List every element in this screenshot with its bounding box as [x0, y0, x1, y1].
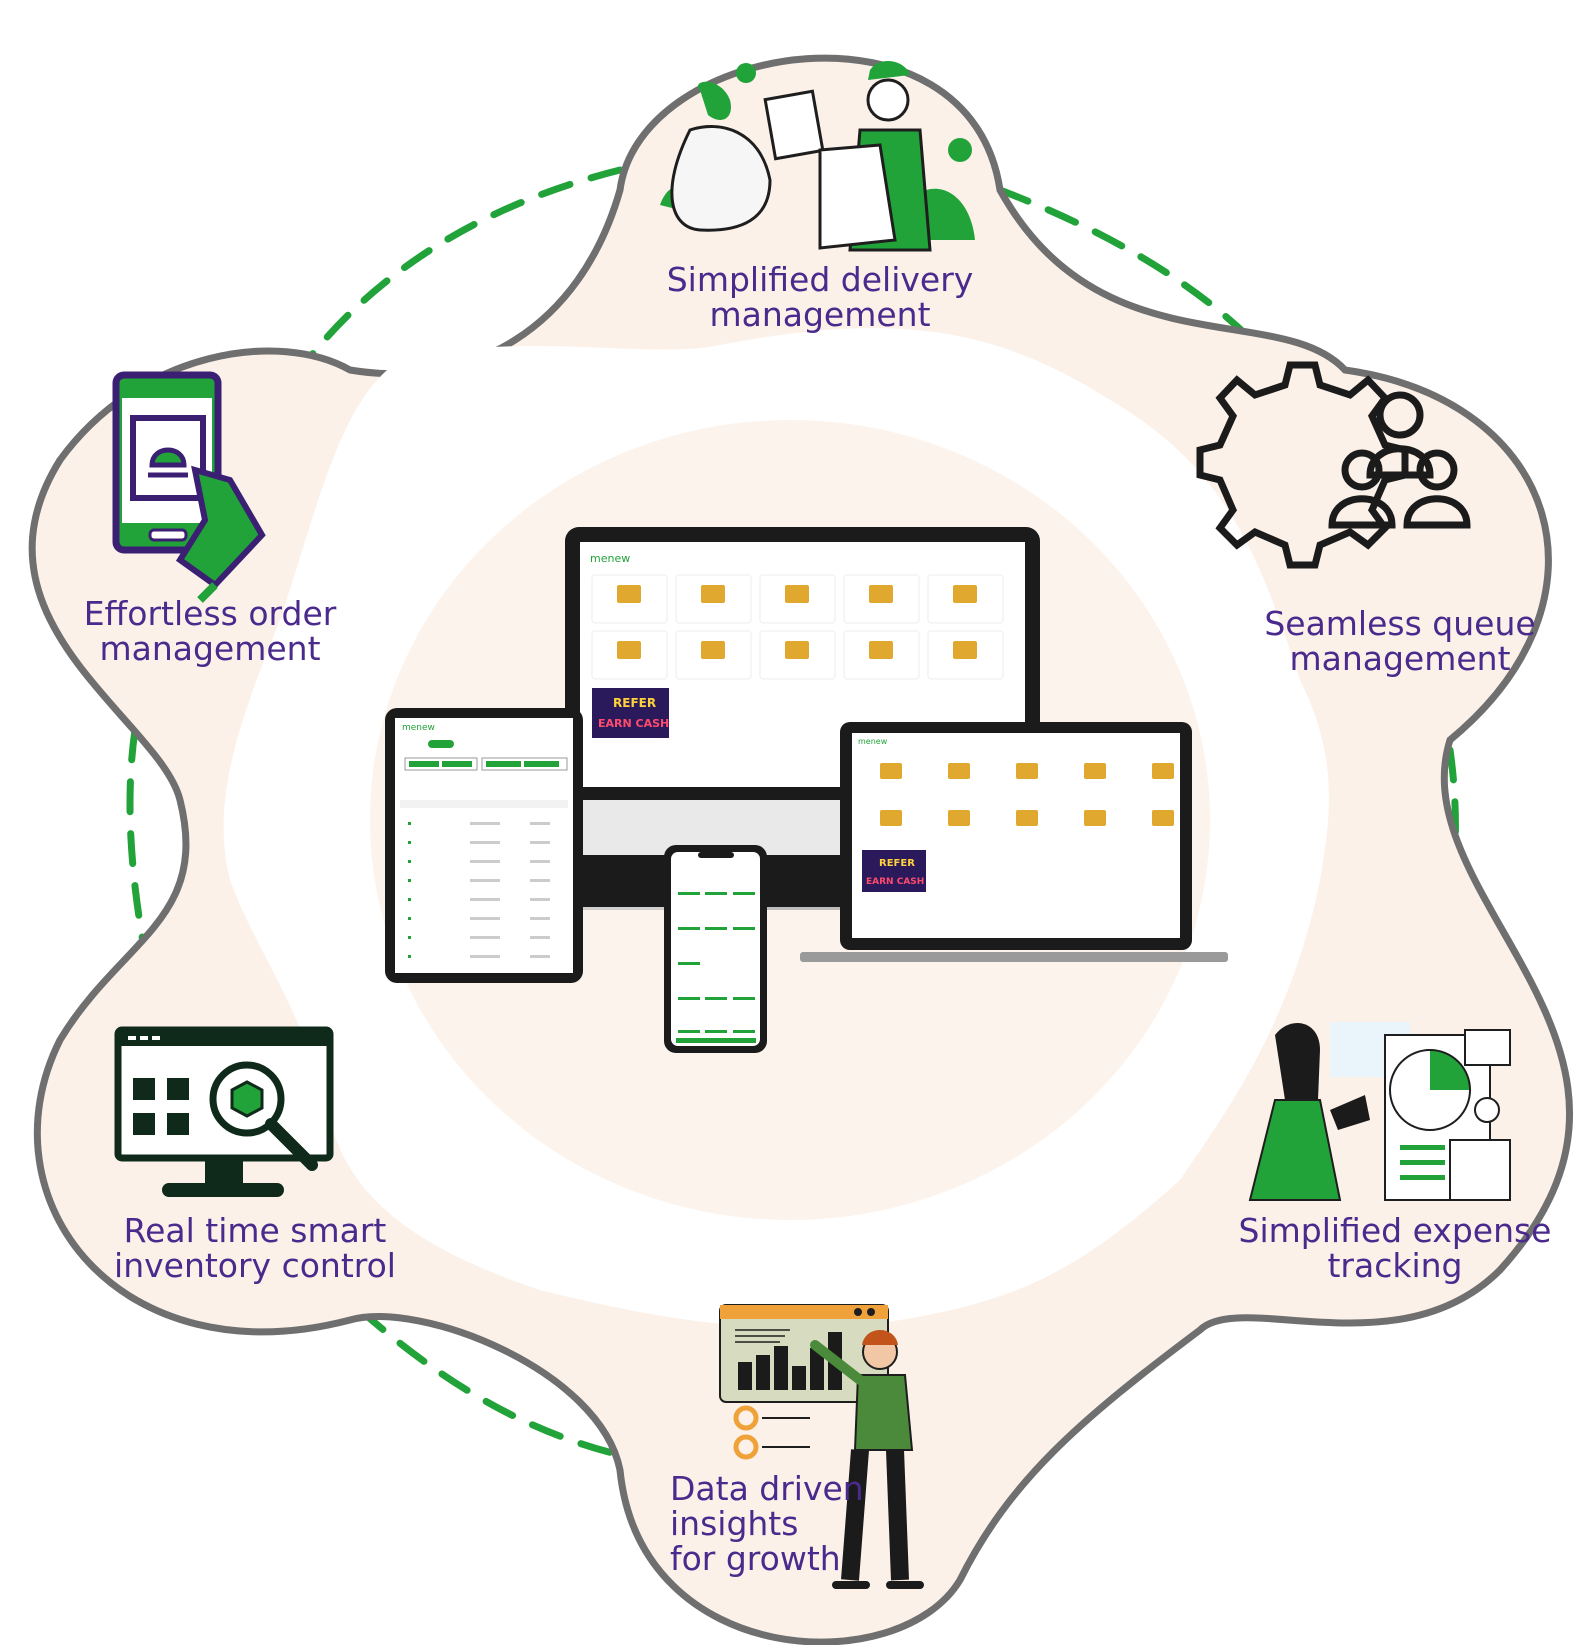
queue-label-line2: management	[1289, 639, 1511, 678]
expense-label-line1: Simplified expense	[1238, 1211, 1552, 1250]
inventory-feature-label: Real time smart inventory control	[60, 1213, 450, 1283]
expense-feature-label: Simplified expense tracking	[1215, 1213, 1575, 1283]
queue-label-line1: Seamless queue	[1264, 604, 1536, 643]
laptop-brand: menew	[858, 737, 888, 746]
phone-device	[664, 845, 767, 1053]
insights-label-line3: for growth	[670, 1539, 841, 1578]
monitor-brand: menew	[590, 552, 630, 565]
inventory-label-line1: Real time smart	[123, 1211, 387, 1250]
delivery-label-line1: Simplified delivery	[666, 260, 974, 299]
laptop-promo-line1: REFER	[879, 858, 915, 869]
expense-illustration-icon	[1248, 1022, 1511, 1201]
delivery-illustration-icon	[660, 60, 975, 252]
insights-label-line1: Data driven	[670, 1469, 864, 1508]
desktop-monitor: menew REFER EARN CASH	[565, 527, 1040, 910]
tablet-brand: menew	[402, 723, 435, 733]
monitor-promo-line3: EARN CASH	[598, 717, 669, 730]
laptop-device: menew REFER EARN CASH	[800, 722, 1228, 962]
order-label-line1: Effortless order	[83, 594, 337, 633]
insights-feature-label: Data driven insights for growth	[670, 1471, 900, 1576]
delivery-feature-label: Simplified delivery management	[600, 262, 1040, 332]
laptop-promo-line3: EARN CASH	[866, 877, 924, 887]
queue-feature-label: Seamless queue management	[1235, 606, 1565, 676]
insights-illustration-icon	[719, 1304, 924, 1589]
inventory-monitor-icon	[114, 1026, 334, 1197]
expense-label-line2: tracking	[1327, 1246, 1463, 1285]
insights-label-line2: insights	[670, 1504, 799, 1543]
inventory-label-line2: inventory control	[114, 1246, 396, 1285]
order-feature-label: Effortless order management	[40, 596, 380, 666]
queue-gear-icon	[1196, 361, 1471, 569]
order-phone-icon	[112, 371, 266, 603]
delivery-label-line2: management	[709, 295, 931, 334]
monitor-promo-line1: REFER	[613, 696, 656, 710]
order-label-line2: management	[99, 629, 321, 668]
tablet-device: menew	[385, 708, 583, 983]
